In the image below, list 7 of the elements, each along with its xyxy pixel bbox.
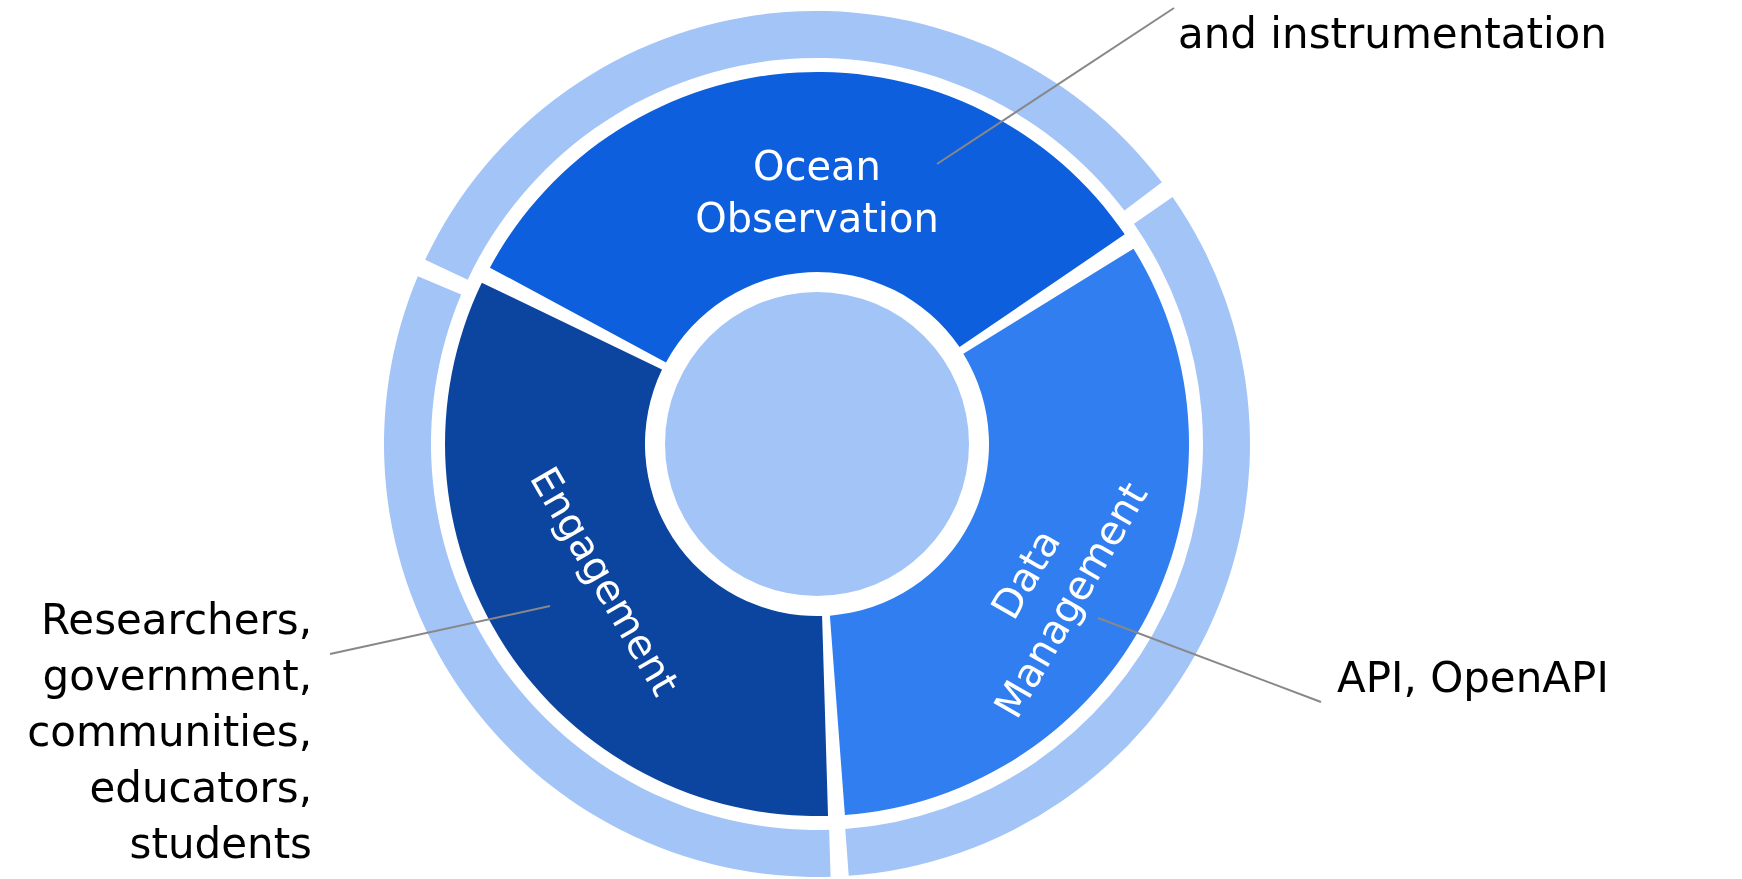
callout-text: and instrumentation xyxy=(1178,8,1608,60)
callout-text: Researchers, government, communities, educators, students xyxy=(26,594,312,870)
callout-text: API, OpenAPI xyxy=(1337,652,1610,704)
segment-label: Ocean Observation xyxy=(694,142,940,243)
leader-line xyxy=(329,605,551,655)
leader-line xyxy=(1097,617,1322,703)
leader-line xyxy=(936,7,1175,165)
